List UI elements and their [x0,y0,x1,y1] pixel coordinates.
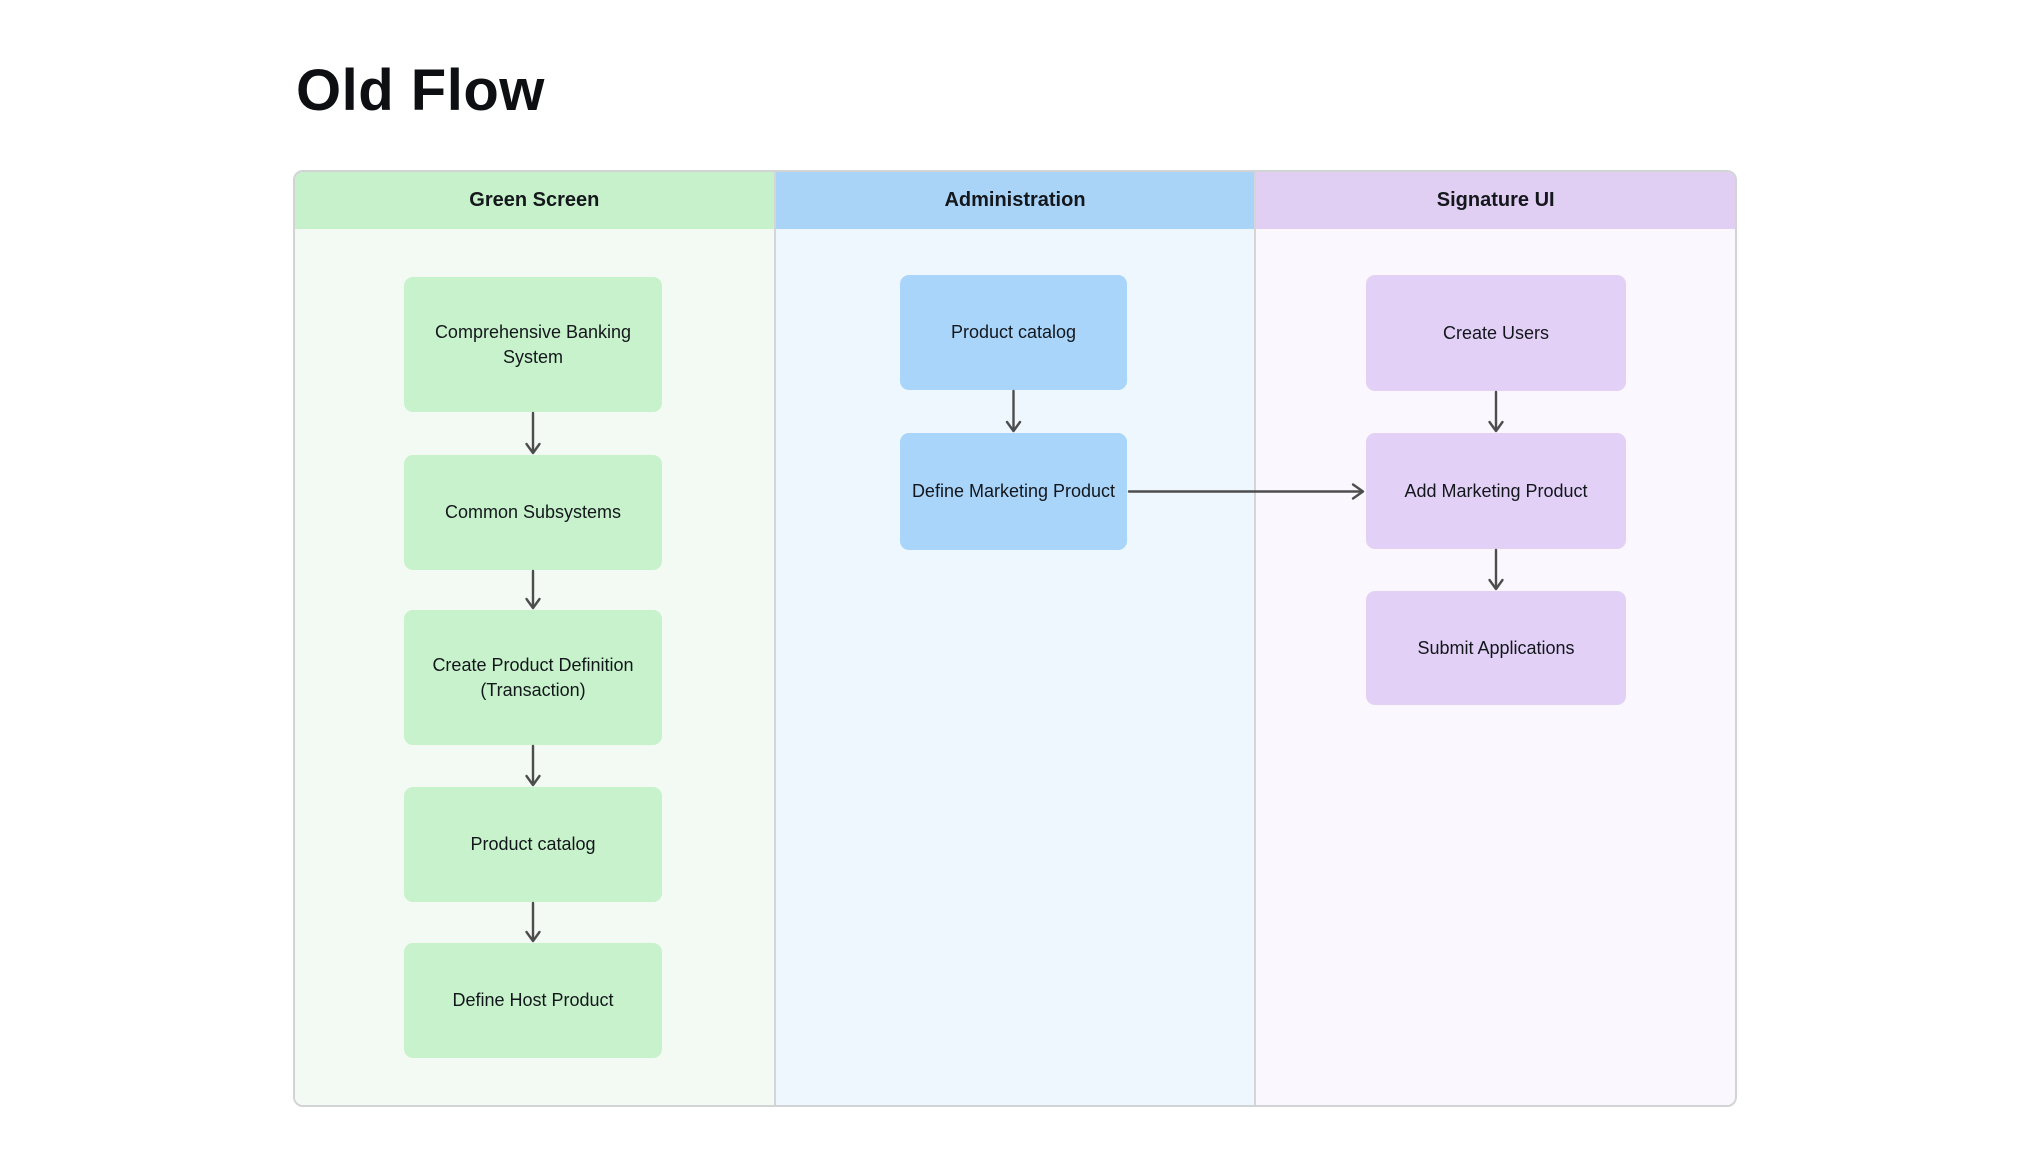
node-dhp: Define Host Product [404,943,662,1058]
node-label-line: Product catalog [470,834,596,855]
node-cpd: Create Product Definition (Transaction) [404,610,662,745]
node-amp: Add Marketing Product [1366,433,1626,549]
lane-header-administration: Administration [775,172,1255,229]
node-label-line: Submit Applications [1417,637,1575,658]
flow-diagram: Green Screen Administration Signature UI… [293,170,1737,1107]
node-label-line: System [502,346,563,367]
node-pc_a: Product catalog [900,275,1127,390]
node-dmp: Define Marketing Product [900,433,1127,550]
node-label-line: Product catalog [950,322,1077,343]
node-label-line: Common Subsystems [444,502,622,523]
page-title: Old Flow [296,58,545,123]
node-cu: Create Users [1366,275,1626,391]
node-pc_g: Product catalog [404,787,662,902]
node-label-line: Define Marketing Product [911,481,1116,502]
node-sa: Submit Applications [1366,591,1626,705]
node-label-line: (Transaction) [480,679,586,700]
node-label-line: Create Users [1442,322,1550,343]
lane-header-green-screen: Green Screen [295,172,774,229]
lane-header-signature-ui: Signature UI [1256,172,1735,229]
node-label-line: Define Host Product [452,990,614,1011]
node-label-line: Add Marketing Product [1404,480,1588,501]
node-cs: Common Subsystems [404,455,662,570]
node-label-line: Create Product Definition [432,655,634,676]
node-label-line: Comprehensive Banking [434,322,632,343]
